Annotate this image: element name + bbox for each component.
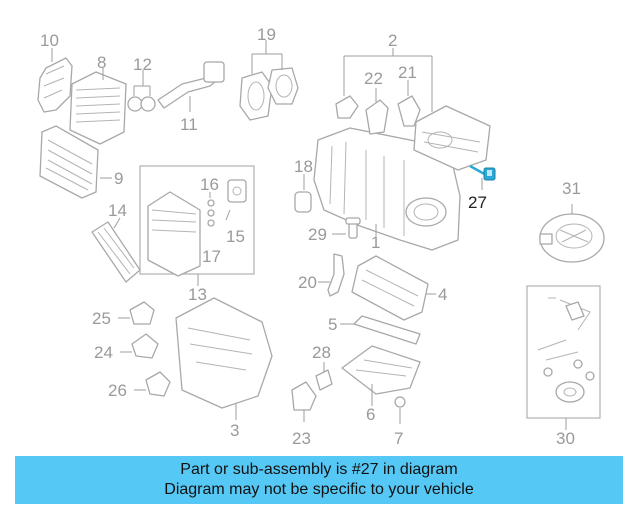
part-6-cover[interactable]: [341, 345, 421, 395]
part-13-block[interactable]: [147, 191, 201, 277]
callout-1: 1: [371, 233, 380, 252]
callout-6: 6: [366, 405, 375, 424]
callout-16: 16: [200, 175, 219, 194]
callout-31: 31: [562, 179, 581, 198]
part-2-upper-case[interactable]: [413, 105, 491, 171]
callout-21: 21: [398, 63, 417, 82]
part-20-hose[interactable]: [327, 253, 345, 297]
callout-14: 14: [108, 201, 127, 220]
part-12-orings[interactable]: [127, 96, 156, 112]
part-22-actuator[interactable]: [365, 99, 389, 135]
part-21-actuator[interactable]: [397, 95, 421, 127]
info-banner: Part or sub-assembly is #27 in diagram D…: [15, 456, 623, 504]
callout-3: 3: [230, 421, 239, 440]
callout-5: 5: [328, 315, 337, 334]
part-25-actuator[interactable]: [129, 301, 155, 325]
callout-28: 28: [312, 343, 331, 362]
part-7-clip[interactable]: [394, 396, 406, 408]
part-10-bracket[interactable]: [37, 57, 73, 113]
leader-19: [251, 40, 283, 74]
callout-7: 7: [394, 429, 403, 448]
leader-14: [113, 217, 121, 229]
callout-20: 20: [298, 273, 317, 292]
callout-29: 29: [308, 225, 327, 244]
group-box-13: [139, 165, 255, 275]
callout-15: 15: [226, 227, 245, 246]
callout-19: 19: [257, 25, 276, 44]
part-8-evaporator[interactable]: [69, 71, 127, 145]
part-3-case[interactable]: [175, 297, 273, 409]
part-2-link[interactable]: [335, 95, 359, 119]
leader-15: [225, 209, 231, 221]
part-9-heater-core[interactable]: [39, 125, 99, 199]
part-28-bracket[interactable]: [315, 369, 333, 391]
group-box-30: [526, 285, 601, 419]
banner-line-2: Diagram may not be specific to your vehi…: [164, 481, 474, 498]
banner-line-1: Part or sub-assembly is #27 in diagram: [180, 461, 458, 478]
parts-diagram: 10 8 12 19 2 22 21 11 9 16 18 27 31 14 1…: [37, 25, 605, 448]
part-18-sensor[interactable]: [294, 191, 312, 213]
callout-25: 25: [92, 309, 111, 328]
callout-13: 13: [188, 285, 207, 304]
leader-2: [343, 48, 433, 112]
part-26-actuator[interactable]: [145, 371, 171, 397]
leader-12: [133, 70, 151, 96]
part-14-filter[interactable]: [91, 221, 141, 283]
part-30-blower-parts[interactable]: [537, 297, 595, 403]
callout-10: 10: [40, 31, 59, 50]
callout-22: 22: [364, 69, 383, 88]
part-15-actuator[interactable]: [227, 179, 247, 203]
part-24-actuator[interactable]: [131, 333, 159, 359]
callout-8: 8: [97, 53, 106, 72]
callout-12: 12: [133, 55, 152, 74]
callout-30: 30: [556, 429, 575, 448]
part-11-pipe[interactable]: [157, 61, 225, 109]
callout-24: 24: [94, 343, 113, 362]
callout-9: 9: [114, 169, 123, 188]
callout-17: 17: [202, 247, 221, 266]
callout-27: 27: [468, 193, 487, 212]
part-23-resistor[interactable]: [291, 381, 317, 411]
callout-26: 26: [108, 381, 127, 400]
part-16-clip[interactable]: [207, 199, 215, 227]
callout-2: 2: [388, 31, 397, 50]
callout-4: 4: [438, 285, 447, 304]
part-4-filter-frame[interactable]: [351, 255, 429, 321]
callout-11: 11: [180, 115, 198, 134]
part-27-highlighted[interactable]: [469, 164, 496, 181]
part-29-screw[interactable]: [345, 217, 361, 239]
callout-23: 23: [292, 429, 311, 448]
part-31-blower-motor[interactable]: [539, 213, 605, 263]
part-5-duct[interactable]: [353, 315, 421, 345]
callout-18: 18: [294, 157, 313, 176]
part-19-gaskets[interactable]: [239, 67, 299, 121]
